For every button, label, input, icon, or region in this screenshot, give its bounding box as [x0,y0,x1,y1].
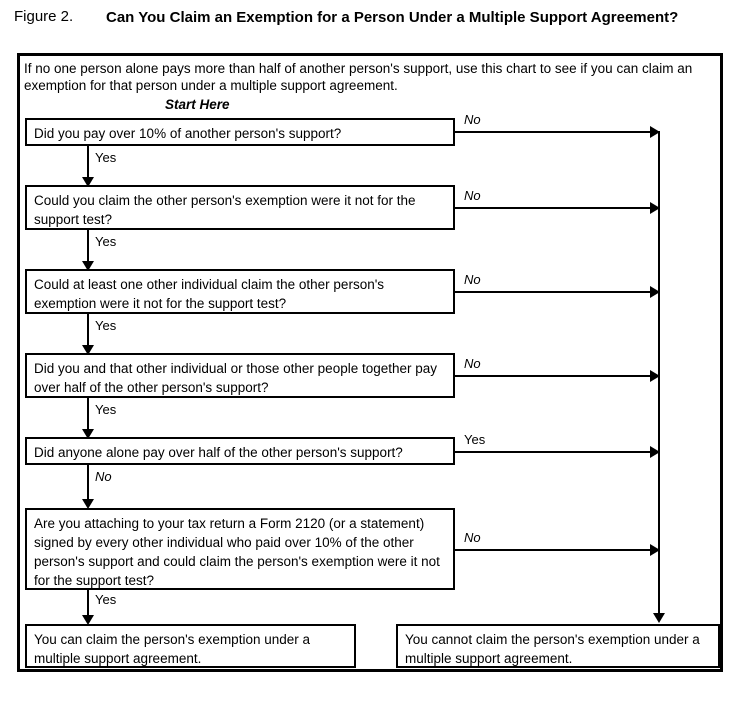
edge-label-q4-down: Yes [95,402,117,417]
connector-q2-down [87,230,89,264]
decision-box-q3[interactable]: Could at least one other individual clai… [25,269,455,314]
edge-label-q2-down: Yes [95,234,117,249]
connector-q4-down [87,398,89,432]
decision-box-q5-text: Did anyone alone pay over half of the ot… [34,445,403,460]
connector-q4-right [455,375,658,377]
arrowhead-q3-down [82,345,94,355]
decision-box-q5[interactable]: Did anyone alone pay over half of the ot… [25,437,455,465]
decision-box-q1[interactable]: Did you pay over 10% of another person's… [25,118,455,146]
figure-number-label: Figure 2. [14,8,74,25]
decision-box-q1-text: Did you pay over 10% of another person's… [34,126,342,141]
edge-label-q6-down: Yes [95,592,117,607]
decision-box-q6-text: Are you attaching to your tax return a F… [34,516,440,588]
edge-label-q6-right: No [464,530,481,545]
arrowhead-q2-down [82,261,94,271]
edge-label-q5-right: Yes [464,432,486,447]
decision-box-q6[interactable]: Are you attaching to your tax return a F… [25,508,455,590]
connector-q5-right [455,451,658,453]
arrowhead-q2-right [650,202,660,214]
figure-heading-text: Can You Claim an Exemption for a Person … [106,9,679,26]
arrowhead-q6-down [82,615,94,625]
outcome-box-cannot-claim-text: You cannot claim the person's exemption … [405,632,700,666]
start-here-label: Start Here [165,97,230,112]
decision-box-q4-text: Did you and that other individual or tho… [34,361,438,395]
arrowhead-q3-right [650,286,660,298]
connector-q3-right [455,291,658,293]
edge-label-q4-right: No [464,356,481,371]
arrowhead-q4-down [82,429,94,439]
edge-label-q3-down: Yes [95,318,117,333]
arrowhead-no-trunk-down [653,613,665,623]
connector-q1-right [455,131,658,133]
edge-label-q1-down: Yes [95,150,117,165]
arrowhead-q1-right [650,126,660,138]
decision-box-q3-text: Could at least one other individual clai… [34,277,385,311]
intro-paragraph: If no one person alone pays more than ha… [24,61,693,93]
connector-q2-right [455,207,658,209]
outcome-box-can-claim[interactable]: You can claim the person's exemption und… [25,624,356,668]
decision-box-q2[interactable]: Could you claim the other person's exemp… [25,185,455,230]
edge-label-q2-right: No [464,188,481,203]
arrowhead-q1-down [82,177,94,187]
connector-q3-down [87,314,89,348]
edge-label-q3-right: No [464,272,481,287]
connector-q6-down [87,590,89,618]
connector-q5-down [87,465,89,502]
edge-label-q5-down: No [95,469,112,484]
connector-no-trunk [658,131,660,616]
arrowhead-q6-right [650,544,660,556]
edge-label-q1-right: No [464,112,481,127]
connector-q6-right [455,549,658,551]
decision-box-q4[interactable]: Did you and that other individual or tho… [25,353,455,398]
outcome-box-cannot-claim[interactable]: You cannot claim the person's exemption … [396,624,720,668]
outcome-box-can-claim-text: You can claim the person's exemption und… [34,632,310,666]
connector-q1-down [87,146,89,180]
arrowhead-q5-down [82,499,94,509]
arrowhead-q4-right [650,370,660,382]
decision-box-q2-text: Could you claim the other person's exemp… [34,193,416,227]
arrowhead-q5-right [650,446,660,458]
